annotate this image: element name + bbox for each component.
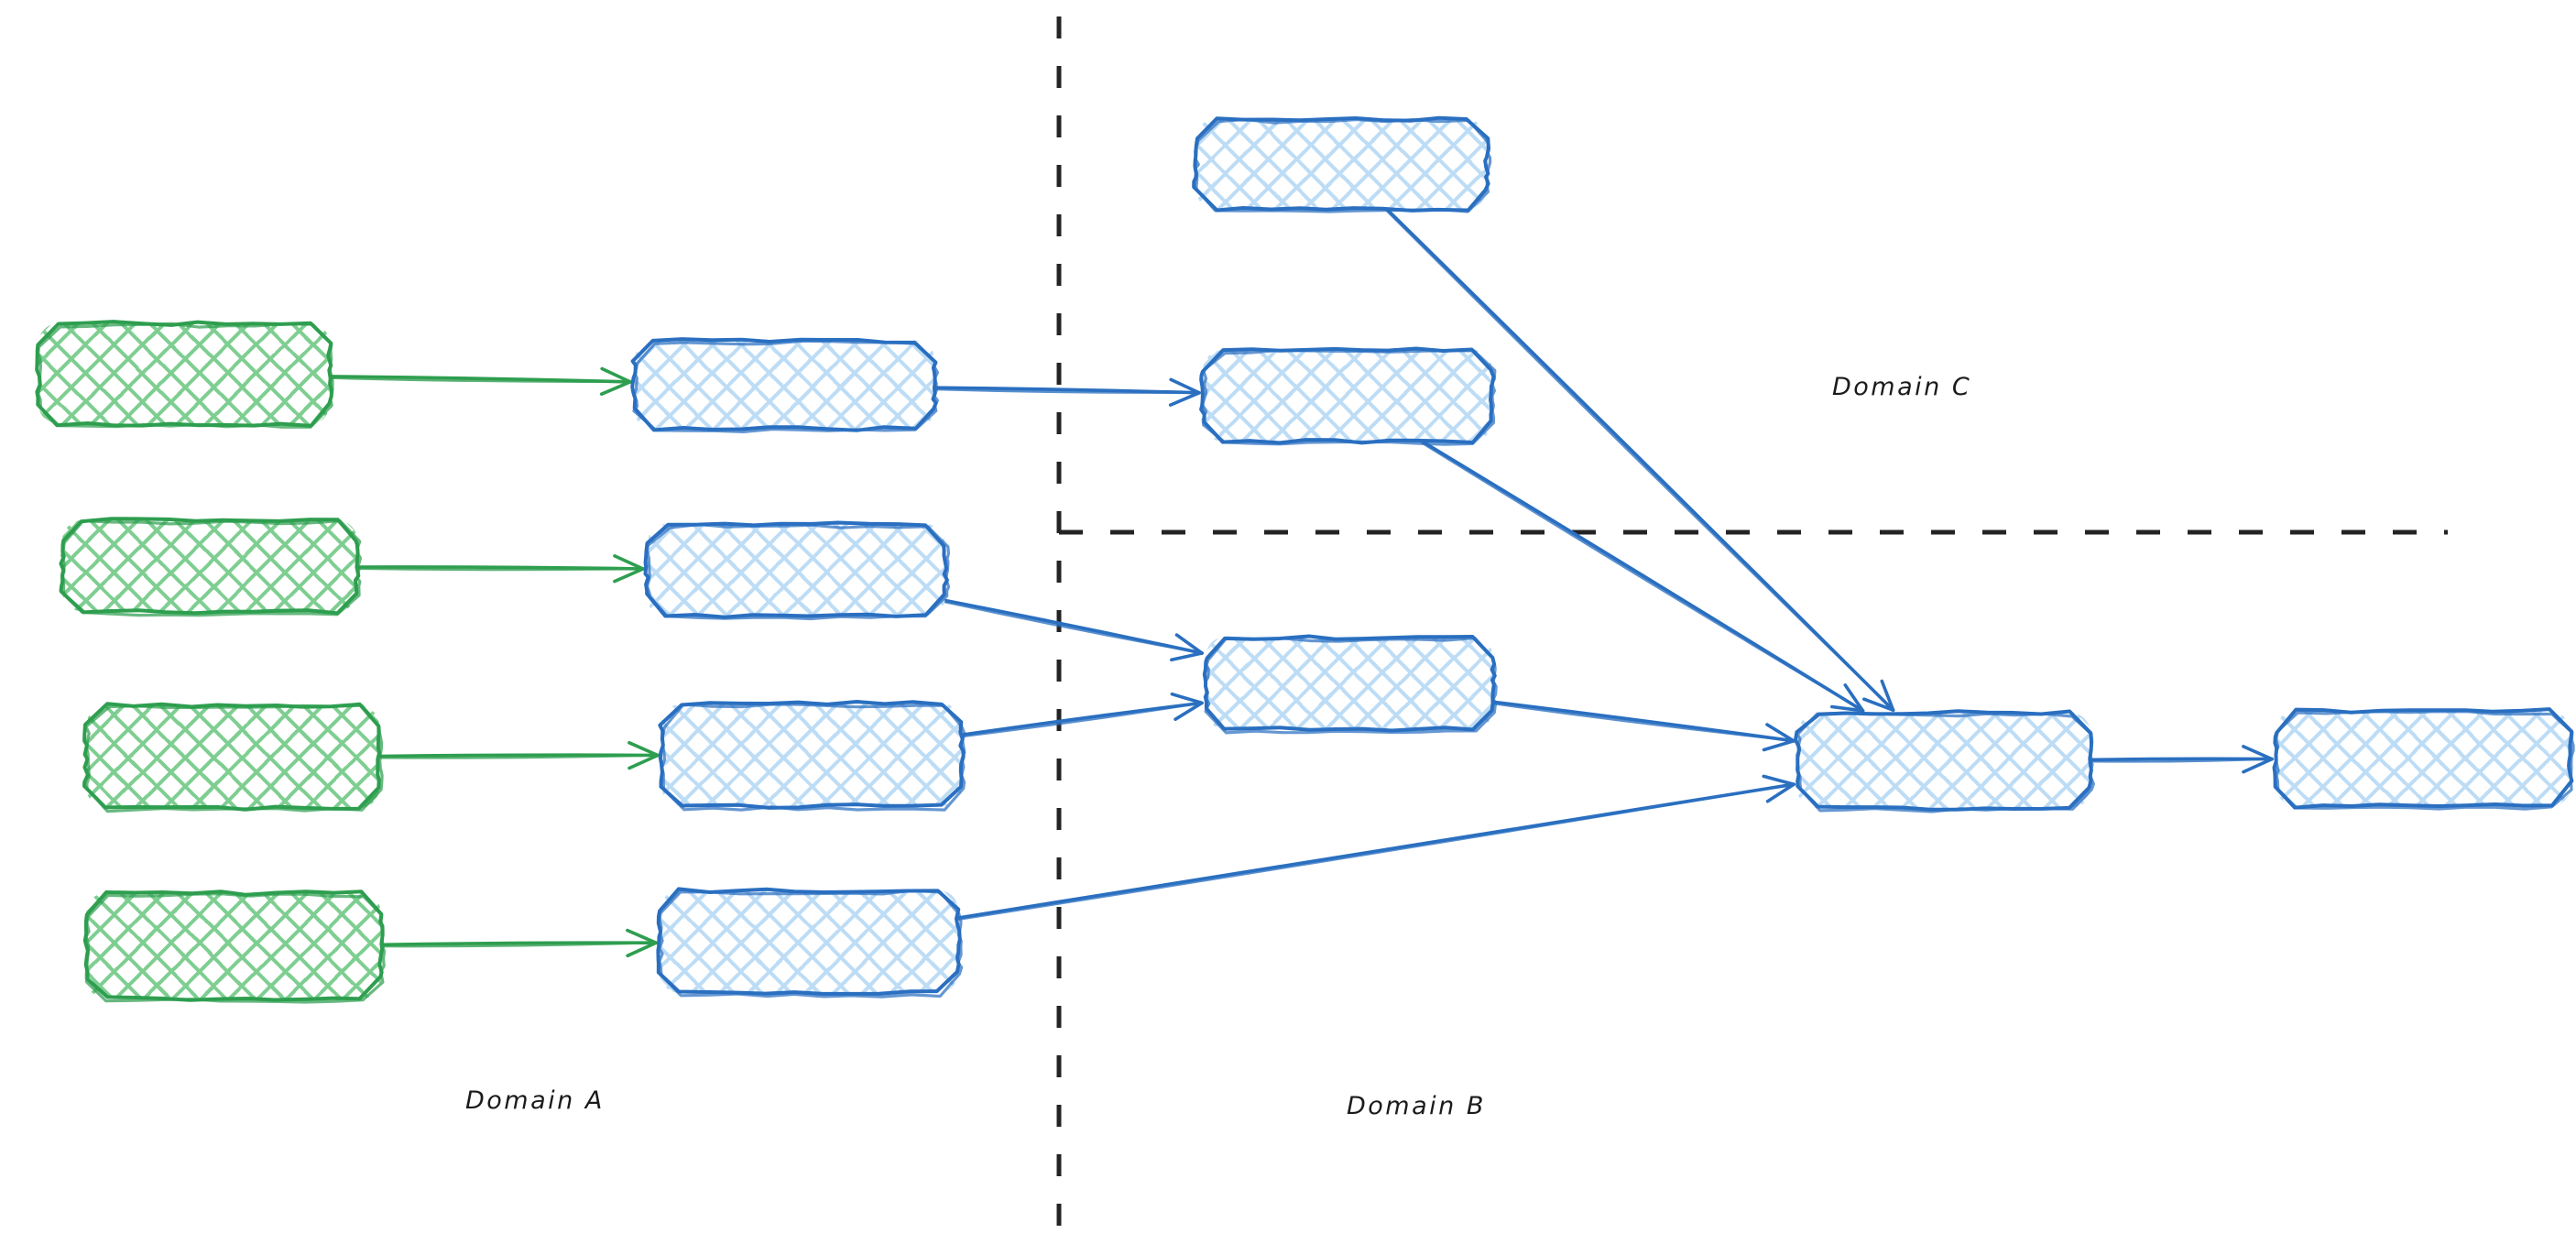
edge-e11 bbox=[1491, 700, 1796, 752]
arrowhead-stroke bbox=[599, 380, 632, 396]
node-outline bbox=[84, 704, 384, 813]
divider-layer bbox=[1056, 16, 2448, 1239]
arrowhead-stroke bbox=[626, 941, 658, 958]
node-c1[interactable] bbox=[1192, 115, 1492, 213]
edge-e5 bbox=[933, 377, 1201, 407]
edge-e12 bbox=[2089, 745, 2274, 774]
node-outline bbox=[658, 889, 964, 999]
node-outline bbox=[1194, 117, 1492, 213]
edge-e4 bbox=[379, 928, 658, 958]
node-outline bbox=[84, 892, 387, 1004]
node-d2[interactable] bbox=[1794, 709, 2095, 813]
arrowhead-stroke bbox=[1843, 683, 1865, 713]
arrowhead-stroke bbox=[2242, 745, 2274, 761]
edge-line bbox=[328, 376, 632, 384]
arrowhead-stroke bbox=[2242, 757, 2274, 774]
node-outline bbox=[1201, 348, 1497, 446]
node-fill bbox=[1206, 638, 1493, 729]
edge-line bbox=[2089, 758, 2274, 763]
edge-line bbox=[377, 754, 660, 759]
node-fill bbox=[660, 890, 958, 993]
node-outline bbox=[60, 519, 363, 617]
node-fill bbox=[1797, 713, 2090, 808]
node-outline bbox=[1796, 711, 2095, 813]
arrowhead-stroke bbox=[600, 366, 632, 384]
arrowhead-stroke bbox=[1173, 701, 1204, 721]
arrowhead-stroke bbox=[613, 567, 645, 584]
arrowhead-stroke bbox=[1862, 697, 1895, 712]
label-domain-b: Domain B bbox=[1347, 1092, 1486, 1120]
arrowhead-stroke bbox=[628, 741, 660, 758]
node-outline bbox=[2274, 710, 2575, 811]
edge-line bbox=[1421, 442, 1864, 713]
arrowhead-stroke bbox=[626, 928, 658, 944]
node-b3[interactable] bbox=[658, 700, 966, 812]
node-outline bbox=[658, 700, 966, 810]
arrowhead-stroke bbox=[1830, 704, 1865, 713]
arrowhead-stroke bbox=[613, 554, 645, 571]
node-a1[interactable] bbox=[35, 320, 334, 429]
node-b2[interactable] bbox=[643, 520, 951, 621]
arrowhead-stroke bbox=[1762, 739, 1796, 752]
label-domain-c: Domain C bbox=[1832, 373, 1972, 401]
node-a2[interactable] bbox=[59, 517, 363, 617]
node-fill bbox=[86, 893, 381, 999]
node-d1[interactable] bbox=[1202, 634, 1498, 735]
edge-e3 bbox=[377, 741, 660, 770]
edge-e2 bbox=[355, 554, 645, 584]
node-a3[interactable] bbox=[82, 702, 384, 813]
label-domain-a: Domain A bbox=[465, 1086, 605, 1115]
arrowhead-stroke bbox=[1880, 679, 1895, 712]
arrowhead-stroke bbox=[1762, 774, 1796, 786]
node-outline bbox=[660, 703, 966, 812]
arrowhead-stroke bbox=[1170, 651, 1204, 662]
node-fill bbox=[661, 704, 962, 806]
edge-e6 bbox=[944, 598, 1204, 662]
edge-line bbox=[1385, 209, 1894, 712]
node-b4[interactable] bbox=[656, 887, 964, 999]
edge-line bbox=[960, 702, 1204, 738]
arrowhead-stroke bbox=[1169, 377, 1201, 395]
arrowhead-stroke bbox=[628, 753, 660, 770]
node-fill bbox=[1195, 119, 1487, 209]
arrowhead-stroke bbox=[1174, 633, 1204, 655]
edge-e9 bbox=[1384, 207, 1895, 712]
node-outline bbox=[645, 522, 951, 621]
edge-e8 bbox=[956, 774, 1796, 921]
node-fill bbox=[38, 323, 330, 424]
edge-line bbox=[379, 942, 658, 948]
node-fill bbox=[2276, 711, 2571, 806]
arrowhead-stroke bbox=[1168, 391, 1201, 407]
node-outline bbox=[1204, 636, 1498, 735]
node-d3[interactable] bbox=[2272, 707, 2575, 811]
node-c2[interactable] bbox=[1199, 346, 1497, 446]
node-fill bbox=[1203, 350, 1492, 442]
node-outline bbox=[37, 322, 334, 429]
node-a4[interactable] bbox=[82, 889, 387, 1004]
edge-line bbox=[944, 601, 1204, 655]
node-b1[interactable] bbox=[630, 337, 940, 433]
node-fill bbox=[86, 705, 379, 808]
arrowhead-stroke bbox=[1765, 723, 1796, 743]
edge-e7 bbox=[960, 692, 1204, 738]
edge-line bbox=[933, 387, 1201, 395]
node-fill bbox=[647, 524, 945, 616]
edge-line bbox=[956, 783, 1796, 921]
node-outline bbox=[632, 339, 940, 433]
node-fill bbox=[62, 520, 357, 612]
edge-line bbox=[1491, 702, 1796, 742]
arrowhead-stroke bbox=[1765, 782, 1796, 803]
node-fill bbox=[634, 341, 934, 429]
edge-e10 bbox=[1421, 440, 1865, 713]
node-layer bbox=[35, 115, 2575, 1004]
edge-e1 bbox=[328, 366, 632, 396]
arrowhead-stroke bbox=[1170, 692, 1204, 705]
edge-line bbox=[355, 567, 645, 572]
edge-layer bbox=[328, 207, 2274, 958]
